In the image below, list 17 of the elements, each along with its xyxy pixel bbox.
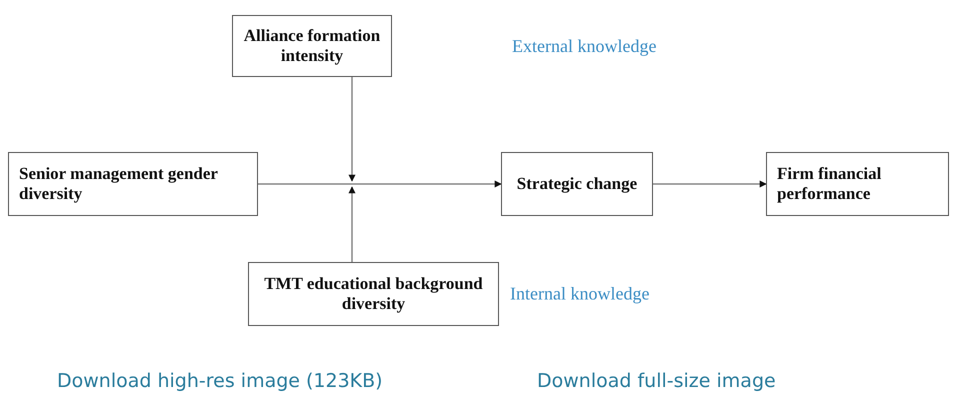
variable-box (766, 152, 949, 216)
variable-label: Firm financial performance (777, 164, 882, 204)
variable-label: TMT educational background diversity (263, 274, 484, 314)
variable-box (501, 152, 653, 216)
variable-box (232, 15, 392, 77)
arrow (258, 180, 502, 188)
knowledge-type-label: External knowledge (512, 36, 656, 57)
download-link: Download high-res image (123KB) (57, 370, 383, 392)
variable-box (8, 152, 258, 216)
arrow (653, 180, 767, 188)
arrow (348, 77, 356, 182)
variable-label: Senior management gender diversity (19, 164, 219, 204)
arrow (348, 186, 356, 262)
download-link: Download full-size image (537, 370, 776, 392)
variable-label: Alliance formation intensity (243, 26, 381, 66)
variable-label: Strategic change (516, 174, 638, 194)
knowledge-type-label: Internal knowledge (510, 284, 650, 304)
